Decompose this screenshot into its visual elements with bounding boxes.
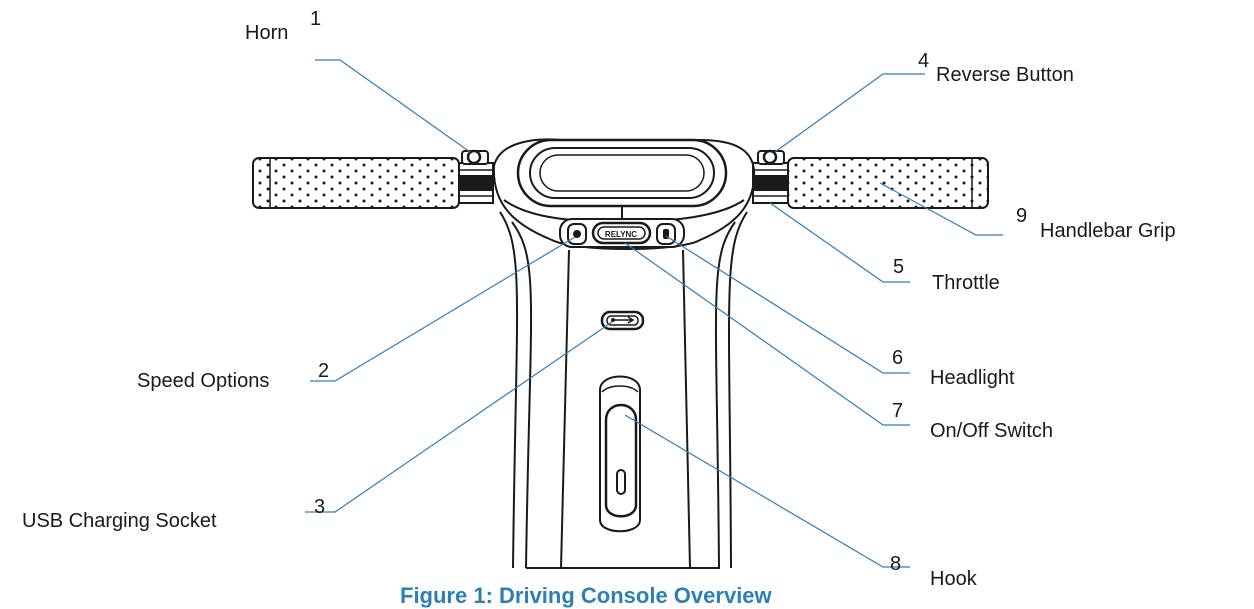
figure-caption: Figure 1: Driving Console Overview <box>400 583 772 608</box>
leader-lines <box>305 59 1003 568</box>
right-handlebar-grip <box>787 157 989 209</box>
leader-line-headlight <box>665 235 910 374</box>
leader-line-on-off <box>624 242 910 426</box>
right-clamp <box>752 162 789 204</box>
callout-number-1: 1 <box>310 8 322 30</box>
callout-number-6: 6 <box>892 347 904 369</box>
leader-line-usb <box>305 321 613 513</box>
callout-label-headlight: Headlight <box>930 367 1015 389</box>
callout-number-7: 7 <box>892 400 904 422</box>
callout-number-8: 8 <box>890 553 902 575</box>
left-clamp <box>458 162 494 204</box>
reverse-button-drawing <box>757 149 785 165</box>
callout-label-hook: Hook <box>930 568 977 590</box>
callout-label-on-off-switch: On/Off Switch <box>930 420 1054 442</box>
brand-logo-text: RELYNC <box>605 230 637 239</box>
callout-number-9: 9 <box>1016 205 1028 227</box>
console-stem <box>499 211 748 569</box>
callout-label-handlebar-grip: Handlebar Grip <box>1040 220 1176 242</box>
leader-line-reverse <box>774 73 925 153</box>
usb-socket-drawing <box>600 310 645 331</box>
leader-line-hook <box>624 414 910 568</box>
leader-line-horn <box>315 59 471 153</box>
callout-label-throttle: Throttle <box>932 272 1000 294</box>
callout-number-2: 2 <box>318 360 330 382</box>
callout-number-5: 5 <box>893 256 905 278</box>
control-panel <box>559 218 685 248</box>
left-handlebar-grip <box>252 157 460 209</box>
callout-label-reverse-button: Reverse Button <box>936 64 1074 86</box>
leader-line-grip <box>879 182 1003 236</box>
horn-button-drawing <box>461 149 489 165</box>
callout-label-speed-options: Speed Options <box>137 370 270 392</box>
callout-number-3: 3 <box>314 496 326 518</box>
callout-label-usb-charging-socket: USB Charging Socket <box>22 510 217 532</box>
callout-number-4: 4 <box>918 50 930 72</box>
callout-label-horn: Horn <box>245 22 289 44</box>
leader-line-throttle <box>769 202 910 283</box>
hook-drawing <box>599 375 641 533</box>
leader-line-speed-options <box>310 236 576 382</box>
